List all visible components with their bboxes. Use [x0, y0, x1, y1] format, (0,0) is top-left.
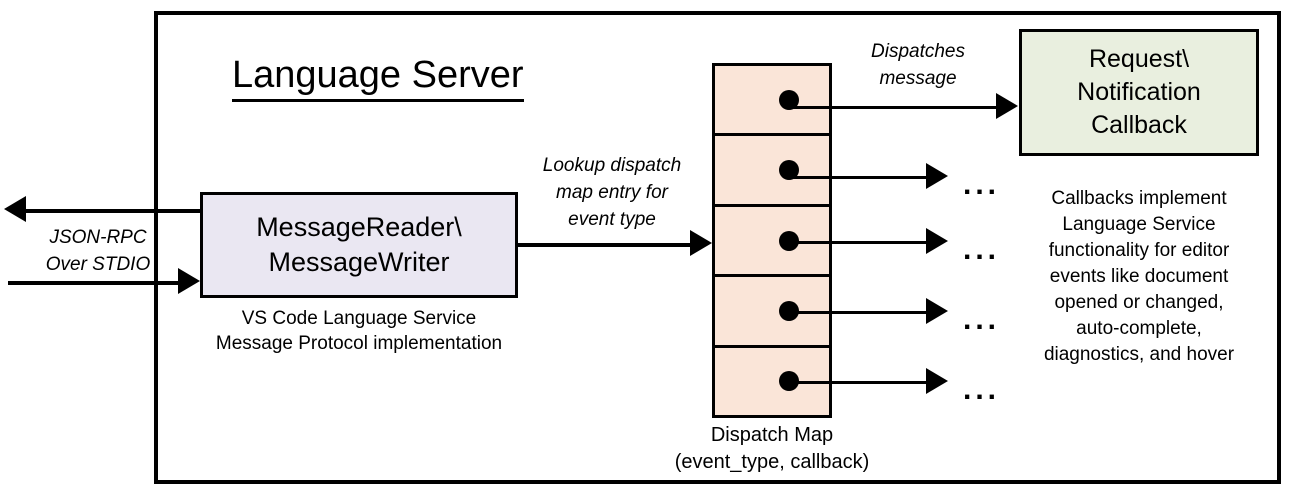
language-server-boundary	[154, 11, 1281, 484]
message-reader-writer-box[interactable]: MessageReader\ MessageWriter	[200, 192, 518, 298]
dispatch-arrowhead-3	[926, 228, 948, 254]
dispatches-label-line2: message	[879, 68, 957, 89]
dispatch-line-5	[786, 381, 926, 384]
callback-box-line3: Callback	[1091, 111, 1187, 139]
callback-caption-line6: auto-complete,	[1076, 318, 1202, 339]
callback-pointer-dot	[779, 89, 799, 110]
dispatch-map-table[interactable]	[712, 63, 832, 418]
callback-box-line2: Notification	[1077, 78, 1201, 106]
callback-caption-line7: diagnostics, and hover	[1043, 344, 1235, 365]
dispatch-map-caption-line2: (event_type, callback)	[674, 451, 870, 473]
callback-caption-line5: opened or changed,	[1054, 292, 1224, 313]
message-io-caption-line2: Message Protocol implementation	[215, 333, 503, 354]
dispatch-ellipsis-4: ...	[963, 303, 1001, 336]
callback-pointer-dot	[779, 300, 799, 321]
table-row[interactable]	[715, 66, 829, 137]
dispatch-ellipsis-5: ...	[963, 373, 1001, 406]
dispatch-arrowhead-1	[996, 93, 1018, 119]
callback-pointer-dot	[779, 230, 799, 251]
dispatch-line-2	[786, 176, 926, 179]
table-row[interactable]	[715, 136, 829, 207]
dispatch-arrowhead-2	[926, 163, 948, 189]
dispatches-label: Dispatches message	[838, 38, 998, 92]
inbound-transport-arrowhead	[178, 268, 200, 294]
message-io-label-line2: MessageWriter	[268, 247, 450, 277]
lookup-label-line3: event type	[568, 209, 656, 230]
transport-label: JSON-RPC Over STDIO	[30, 224, 166, 278]
lookup-label: Lookup dispatch map entry for event type	[516, 152, 708, 233]
message-io-caption-line1: VS Code Language Service	[241, 308, 477, 329]
dispatch-arrowhead-5	[926, 368, 948, 394]
table-row[interactable]	[715, 277, 829, 348]
outbound-transport-line	[26, 209, 202, 213]
callback-box-line1: Request\	[1088, 45, 1190, 73]
transport-label-line2: Over STDIO	[45, 254, 151, 275]
lookup-label-line1: Lookup dispatch	[542, 155, 682, 176]
dispatch-line-4	[786, 311, 926, 314]
lookup-connector-line	[518, 243, 690, 247]
callback-caption-line1: Callbacks implement	[1051, 188, 1227, 209]
dispatch-line-3	[786, 241, 926, 244]
callback-caption-line3: functionality for editor	[1048, 240, 1230, 261]
inbound-transport-line	[8, 281, 178, 285]
callback-caption-line2: Language Service	[1062, 214, 1216, 235]
lookup-label-line2: map entry for	[556, 182, 668, 203]
callback-pointer-dot	[779, 160, 799, 181]
callback-caption: Callbacks implement Language Service fun…	[1010, 186, 1268, 368]
lookup-connector-arrowhead	[690, 230, 712, 256]
message-io-caption: VS Code Language Service Message Protoco…	[196, 306, 522, 356]
page-title: Language Server	[232, 52, 524, 102]
dispatch-ellipsis-3: ...	[963, 233, 1001, 266]
dispatch-arrowhead-4	[926, 298, 948, 324]
dispatch-map-caption-line1: Dispatch Map	[710, 424, 834, 446]
outbound-transport-arrowhead	[4, 196, 26, 222]
dispatches-label-line1: Dispatches	[871, 41, 965, 62]
request-notification-callback-box[interactable]: Request\ Notification Callback	[1019, 29, 1259, 156]
message-io-label-line1: MessageReader\	[256, 212, 462, 242]
dispatch-map-caption: Dispatch Map (event_type, callback)	[652, 422, 892, 476]
dispatch-ellipsis-2: ...	[963, 168, 1001, 201]
table-row[interactable]	[715, 207, 829, 278]
dispatch-line-1	[786, 106, 996, 109]
callback-caption-line4: events like document	[1049, 266, 1229, 287]
transport-label-line1: JSON-RPC	[49, 227, 147, 248]
